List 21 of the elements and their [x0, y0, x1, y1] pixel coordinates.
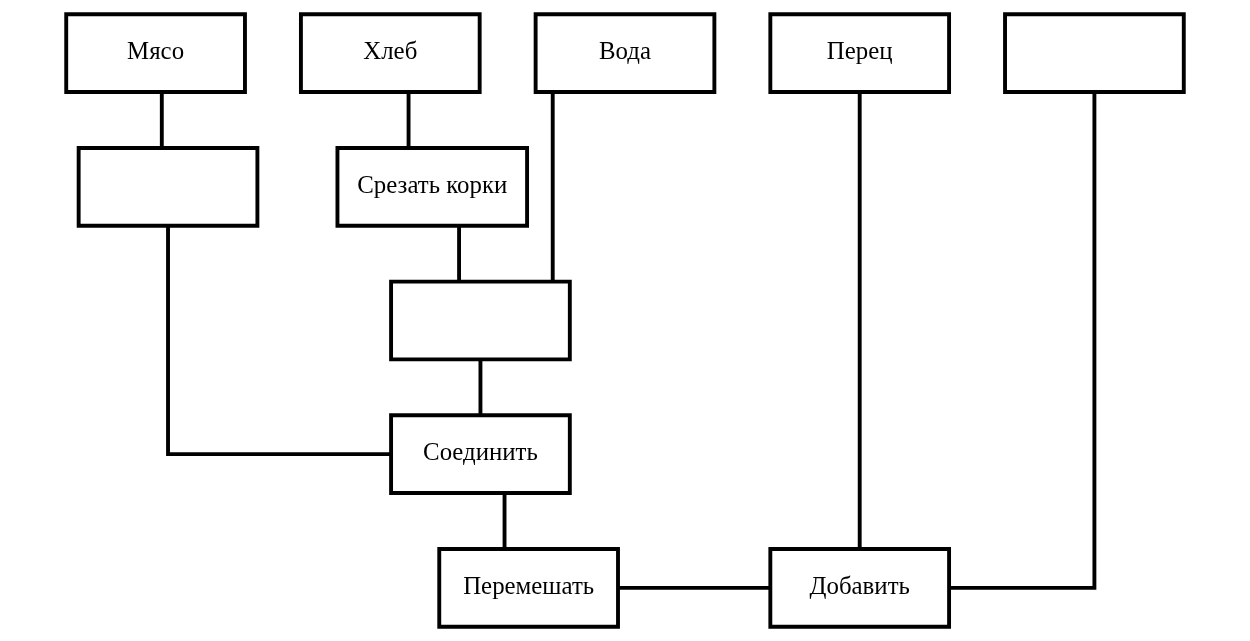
connector: [550, 92, 555, 282]
node-box: [1003, 12, 1186, 94]
connector: [166, 225, 391, 457]
connector: [478, 359, 483, 416]
node-box: Хлеб: [298, 12, 482, 94]
node-box: [76, 146, 260, 228]
connector: [406, 92, 411, 148]
connector: [502, 493, 507, 549]
node-box: Перемешать: [437, 547, 620, 629]
node-box: Добавить: [768, 547, 952, 629]
node-box: Срезать корки: [335, 146, 530, 228]
node-box: Соединить: [389, 413, 572, 495]
node-box: Вода: [533, 12, 717, 94]
connector: [159, 92, 164, 148]
connector: [618, 585, 771, 590]
node-box: Мясо: [64, 12, 247, 94]
node-box: [389, 279, 572, 362]
connector: [949, 92, 1097, 590]
connector: [857, 92, 862, 549]
connector: [457, 226, 461, 282]
node-box: Перец: [768, 12, 952, 94]
